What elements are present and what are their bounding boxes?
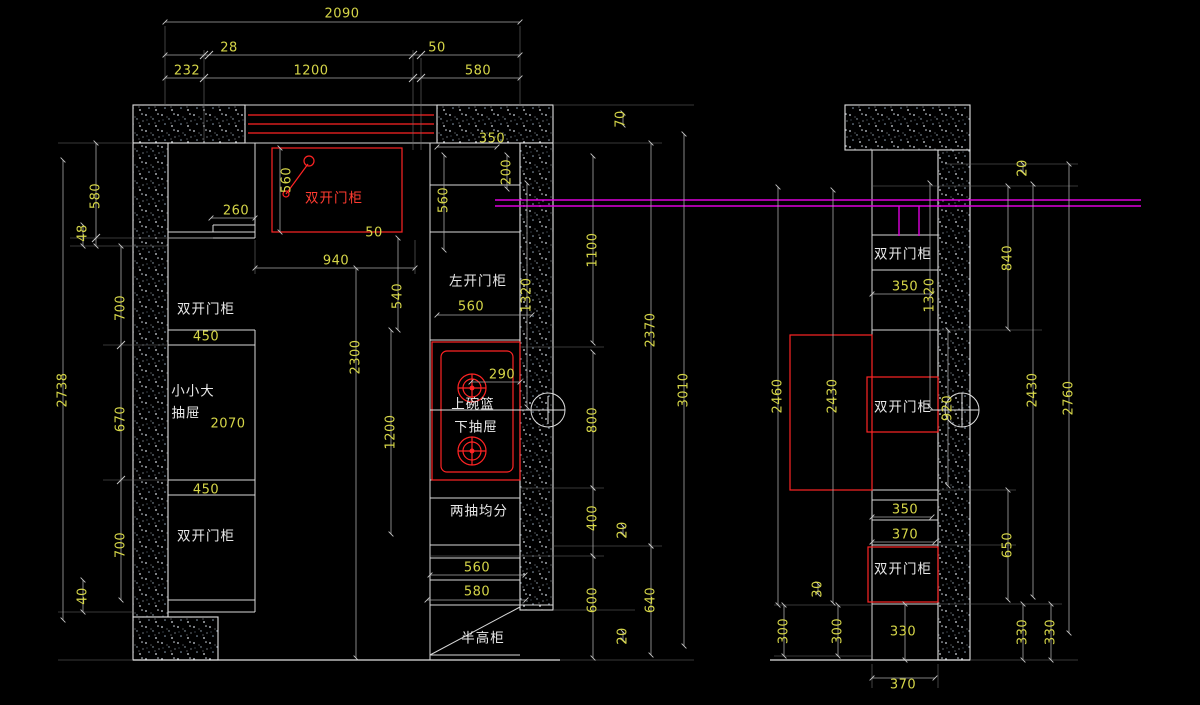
red-appliance-graphics <box>248 114 939 603</box>
dimension-lines <box>60 19 1072 681</box>
tick-marks <box>91 50 426 485</box>
magenta-reference-lines <box>495 199 1141 236</box>
wall-hatch <box>132 104 971 661</box>
cabinet-outlines <box>168 104 938 660</box>
section-markers <box>430 392 980 428</box>
